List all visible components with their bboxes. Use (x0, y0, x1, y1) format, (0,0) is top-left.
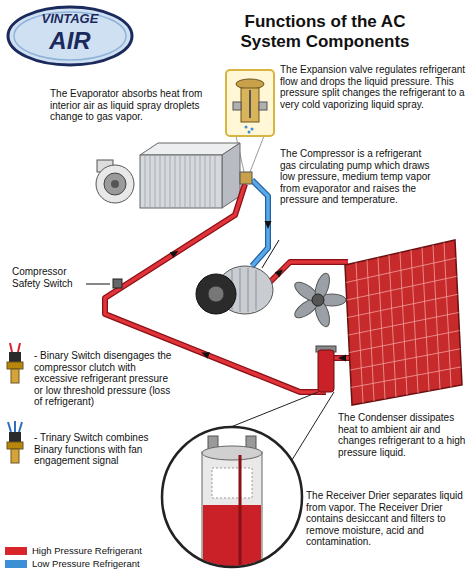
callout-text: The Compressor is a refrigerant gas circ… (280, 148, 432, 206)
zoom-line (292, 392, 334, 460)
label-slot: The Receiver Drier separates liquid from… (306, 490, 470, 548)
part-label: Compressor Safety Switch (12, 266, 84, 289)
valve-detail (251, 128, 254, 131)
legend-text: Low Pressure Refrigerant (32, 559, 140, 570)
blower-symbol (96, 160, 134, 203)
binary-switch-icon (7, 362, 23, 369)
drier-cutaway (202, 446, 262, 460)
binary-switch-icon (7, 343, 23, 383)
legend-row: High Pressure Refrigerant (5, 546, 142, 557)
evaporator-core (140, 155, 222, 208)
logo-oval (8, 7, 132, 65)
high-pressure-pipe (270, 262, 348, 282)
title: Functions of the AC System Components (230, 12, 420, 53)
legend-text: High Pressure Refrigerant (32, 546, 142, 557)
compressor-symbol (196, 266, 273, 314)
flow-arrow (275, 267, 286, 278)
high-pressure-pipe (334, 355, 350, 361)
flow-arrow (170, 248, 181, 258)
label-slot: The Condenser dissipates heat to ambient… (338, 412, 470, 458)
blower-symbol (104, 173, 126, 195)
valve-detail (249, 90, 251, 118)
drier-cutaway (239, 455, 242, 565)
safety-switch (86, 279, 122, 288)
receiver-drier (318, 350, 334, 392)
callout-text: The Receiver Drier separates liquid from… (306, 490, 470, 548)
callout-text: The Evaporator absorbs heat from interio… (50, 88, 222, 123)
binary-switch-icon (11, 369, 19, 383)
condenser-core (345, 240, 462, 405)
safety-switch (86, 284, 110, 285)
expansion-valve (240, 172, 252, 184)
condenser-core (346, 243, 461, 404)
drier-cutaway (212, 468, 252, 498)
label-slot: The Compressor is a refrigerant gas circ… (280, 148, 432, 206)
valve-detail (233, 102, 241, 110)
callout-text: - Binary Switch disengages the compresso… (34, 350, 176, 408)
flow-arrow (338, 355, 346, 362)
callout-text: The Expansion valve regulates refrigeran… (280, 64, 466, 110)
trinary-switch-icon (7, 442, 23, 449)
evaporator-core (145, 155, 215, 208)
logo-text: VINTAGE (16, 12, 124, 27)
callout-text: The Condenser dissipates heat to ambient… (338, 412, 470, 458)
legend-swatch (5, 547, 27, 555)
binary-switch-icon (10, 343, 20, 352)
label-slot: - Trinary Switch combines Binary functio… (34, 432, 164, 467)
label-slot: VINTAGE (16, 12, 124, 27)
title-slot: Functions of the AC System Components (230, 12, 420, 53)
drier-cutaway (202, 436, 262, 576)
valve-detail (259, 102, 267, 110)
blower-symbol (96, 165, 134, 203)
drier-cutaway (202, 452, 262, 576)
safety-switch (113, 279, 122, 288)
trinary-switch-icon (7, 421, 23, 463)
drier-cutaway (162, 427, 302, 576)
label-slot: AIR (16, 27, 124, 55)
valve-detail (245, 126, 248, 129)
logo-oval (8, 7, 132, 65)
drier-cutaway (162, 427, 302, 567)
callout-text: - Trinary Switch combines Binary functio… (34, 432, 164, 467)
label-slot: The Evaporator absorbs heat from interio… (50, 88, 222, 123)
trinary-switch-icon (9, 432, 21, 442)
flow-arrow (265, 221, 272, 229)
binary-switch-icon (9, 352, 21, 362)
valve-detail (248, 131, 251, 134)
fan-symbol (312, 294, 324, 306)
compressor-symbol (196, 274, 236, 314)
receiver-drier (316, 346, 336, 392)
legend-swatch (5, 560, 27, 568)
label-slot: The Expansion valve regulates refrigeran… (280, 64, 466, 110)
legend-row: Low Pressure Refrigerant (5, 559, 140, 570)
flow-arrow (200, 349, 210, 358)
evaporator-core (140, 143, 240, 208)
leader-line (262, 240, 279, 268)
condenser-core (345, 240, 462, 405)
label-slot: Compressor Safety Switch (12, 266, 84, 289)
flow-arrow (170, 221, 346, 362)
fan-symbol (292, 272, 346, 329)
valve-detail (250, 136, 264, 172)
logo-oval (14, 12, 126, 60)
trinary-switch-icon (8, 421, 22, 432)
high-pressure-pipe (270, 262, 348, 282)
compressor-symbol (208, 286, 224, 302)
valve-detail (226, 70, 274, 136)
valve-detail (241, 88, 259, 122)
blower-symbol (111, 180, 119, 188)
label-slot: - Binary Switch disengages the compresso… (34, 350, 176, 408)
drier-cutaway (203, 505, 261, 576)
logo-text: AIR (16, 27, 124, 55)
trinary-switch-icon (11, 449, 19, 463)
